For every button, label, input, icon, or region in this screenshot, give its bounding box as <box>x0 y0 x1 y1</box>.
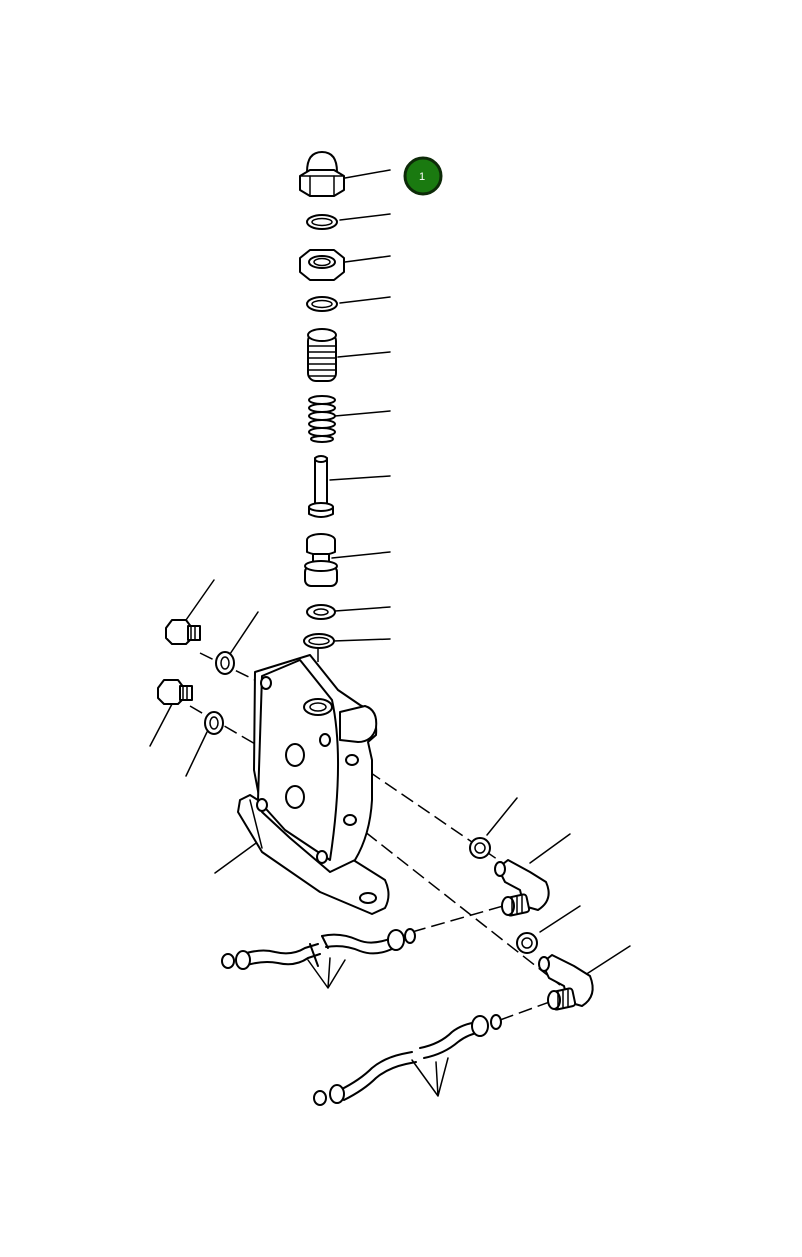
leader-lines <box>149 169 631 976</box>
valve-housing-icon <box>237 654 390 915</box>
callout-label: 1 <box>419 171 425 183</box>
plug-bolt-icon <box>157 679 193 705</box>
tube-assembly-icon <box>221 928 416 989</box>
hex-lock-nut-icon <box>299 249 345 281</box>
valve-poppet-icon <box>304 533 338 587</box>
sealing-washer-icon <box>215 651 235 675</box>
tube-assembly-icon <box>313 1014 502 1106</box>
adjusting-screw-icon <box>307 328 337 382</box>
callout-badge-1[interactable]: 1 <box>403 156 443 196</box>
sealing-washer-icon <box>204 711 224 735</box>
assembly-center-lines <box>189 648 561 1021</box>
o-ring-icon <box>306 214 338 230</box>
spring-icon <box>308 395 336 443</box>
elbow-fitting-icon <box>538 954 594 1011</box>
o-ring-icon <box>303 633 335 649</box>
o-ring-icon <box>469 837 491 859</box>
o-ring-icon <box>516 932 538 954</box>
plug-bolt-icon <box>165 619 201 645</box>
plunger-pin-icon <box>308 455 334 518</box>
o-ring-icon <box>306 296 338 312</box>
elbow-fitting-icon <box>494 859 550 917</box>
seat-washer-icon <box>306 604 336 620</box>
acorn-cap-nut-icon <box>299 151 345 197</box>
